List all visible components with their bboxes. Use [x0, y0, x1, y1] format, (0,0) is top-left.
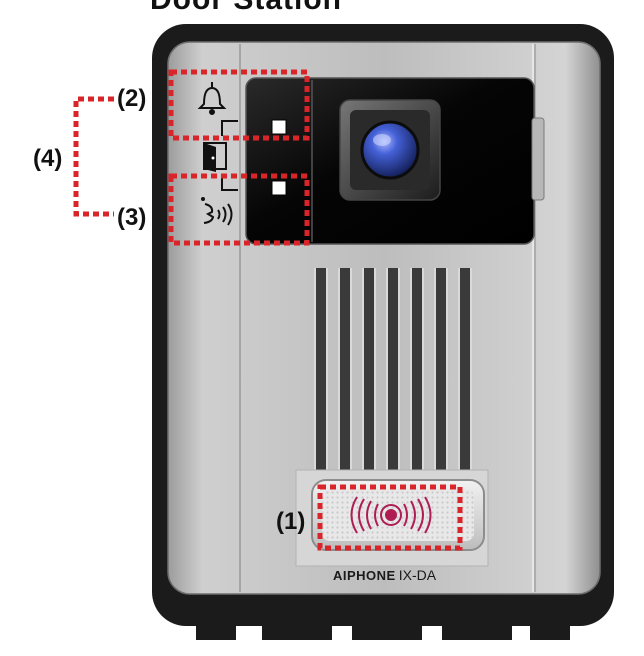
callout-2: (2) — [117, 85, 147, 112]
highlight-area-1 — [317, 484, 463, 551]
speaker-slot — [340, 268, 350, 474]
model-name: IX-DA — [398, 567, 437, 583]
speaker-slot — [436, 268, 446, 474]
speaker-slot — [316, 268, 326, 474]
brand-name: AIPHONE — [333, 568, 396, 583]
callout-4: (4) — [33, 145, 63, 172]
bracket-4 — [73, 96, 114, 217]
camera-side-tab — [531, 117, 545, 201]
highlight-area-2 — [168, 69, 310, 141]
page-title: Door Station — [150, 0, 342, 17]
bell-icon — [197, 82, 227, 115]
speaker-slot — [412, 268, 422, 474]
door-icon — [203, 142, 227, 172]
talk-icon — [201, 197, 233, 226]
station-feet — [196, 610, 570, 640]
speaker-grille — [314, 268, 472, 474]
highlight-area-3 — [168, 173, 310, 246]
highlight-overlays — [168, 69, 463, 551]
speaker-slot — [388, 268, 398, 474]
status-led-lower — [271, 180, 287, 196]
speaker-slot — [460, 268, 470, 474]
status-led-upper — [271, 119, 287, 135]
speaker-slot — [364, 268, 374, 474]
callout-3: (3) — [117, 204, 147, 231]
callout-1: (1) — [276, 508, 306, 535]
call-button-wave-icon — [350, 496, 432, 534]
camera-lens — [360, 120, 420, 180]
